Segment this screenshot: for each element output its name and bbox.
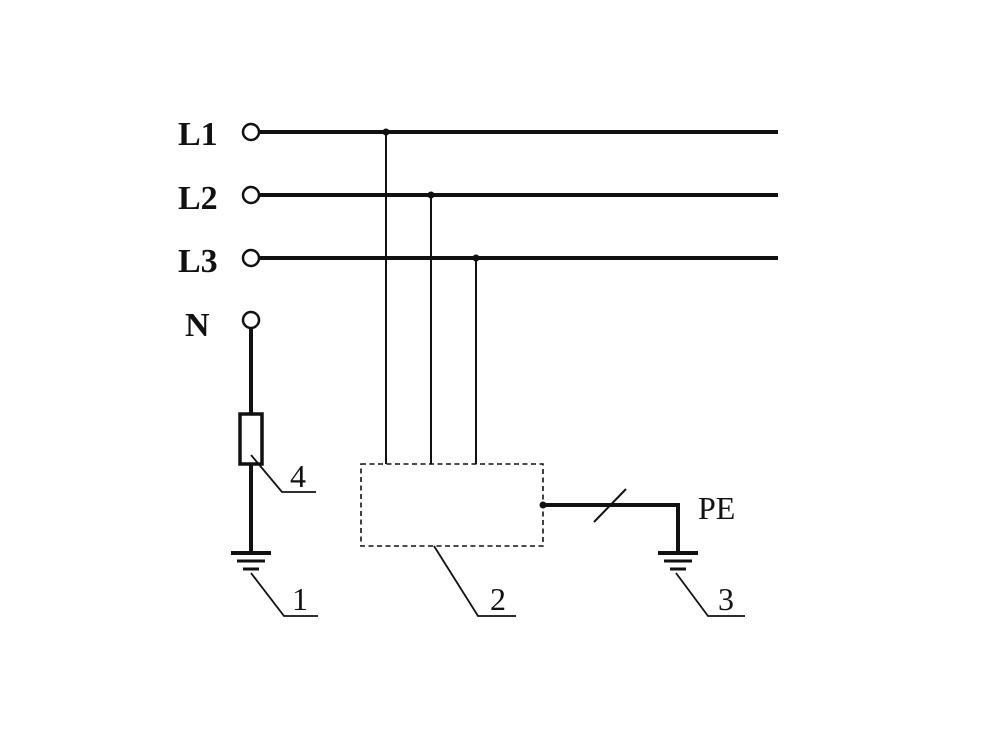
junction-dot-l1 bbox=[382, 128, 390, 136]
terminal-l1 bbox=[241, 122, 261, 142]
leader-4 bbox=[250, 454, 316, 493]
earth-symbol-neutral bbox=[231, 551, 271, 571]
junction-dot-l2 bbox=[427, 191, 435, 199]
callout-4: 4 bbox=[290, 458, 306, 494]
pe-tick-mark bbox=[593, 488, 627, 523]
equipment-enclosure bbox=[360, 463, 544, 547]
leader-1 bbox=[250, 572, 318, 617]
terminal-l2 bbox=[241, 185, 261, 205]
bus-label-l2: L2 bbox=[178, 180, 218, 217]
junction-dot-l3 bbox=[472, 254, 480, 262]
bus-label-l3: L3 bbox=[178, 243, 218, 280]
bus-label-l1: L1 bbox=[178, 116, 218, 153]
terminal-l3 bbox=[241, 248, 261, 268]
callout-3: 3 bbox=[718, 581, 734, 617]
terminal-n bbox=[241, 310, 261, 330]
leader-2 bbox=[433, 545, 516, 617]
neutral-impedance bbox=[238, 412, 264, 466]
callout-1: 1 bbox=[292, 581, 308, 617]
bus-label-n: N bbox=[185, 307, 210, 344]
leader-3 bbox=[675, 572, 745, 617]
callout-2: 2 bbox=[490, 581, 506, 617]
earth-symbol-pe bbox=[658, 551, 698, 571]
pe-label: PE bbox=[698, 490, 735, 526]
pe-conductor bbox=[543, 503, 680, 553]
